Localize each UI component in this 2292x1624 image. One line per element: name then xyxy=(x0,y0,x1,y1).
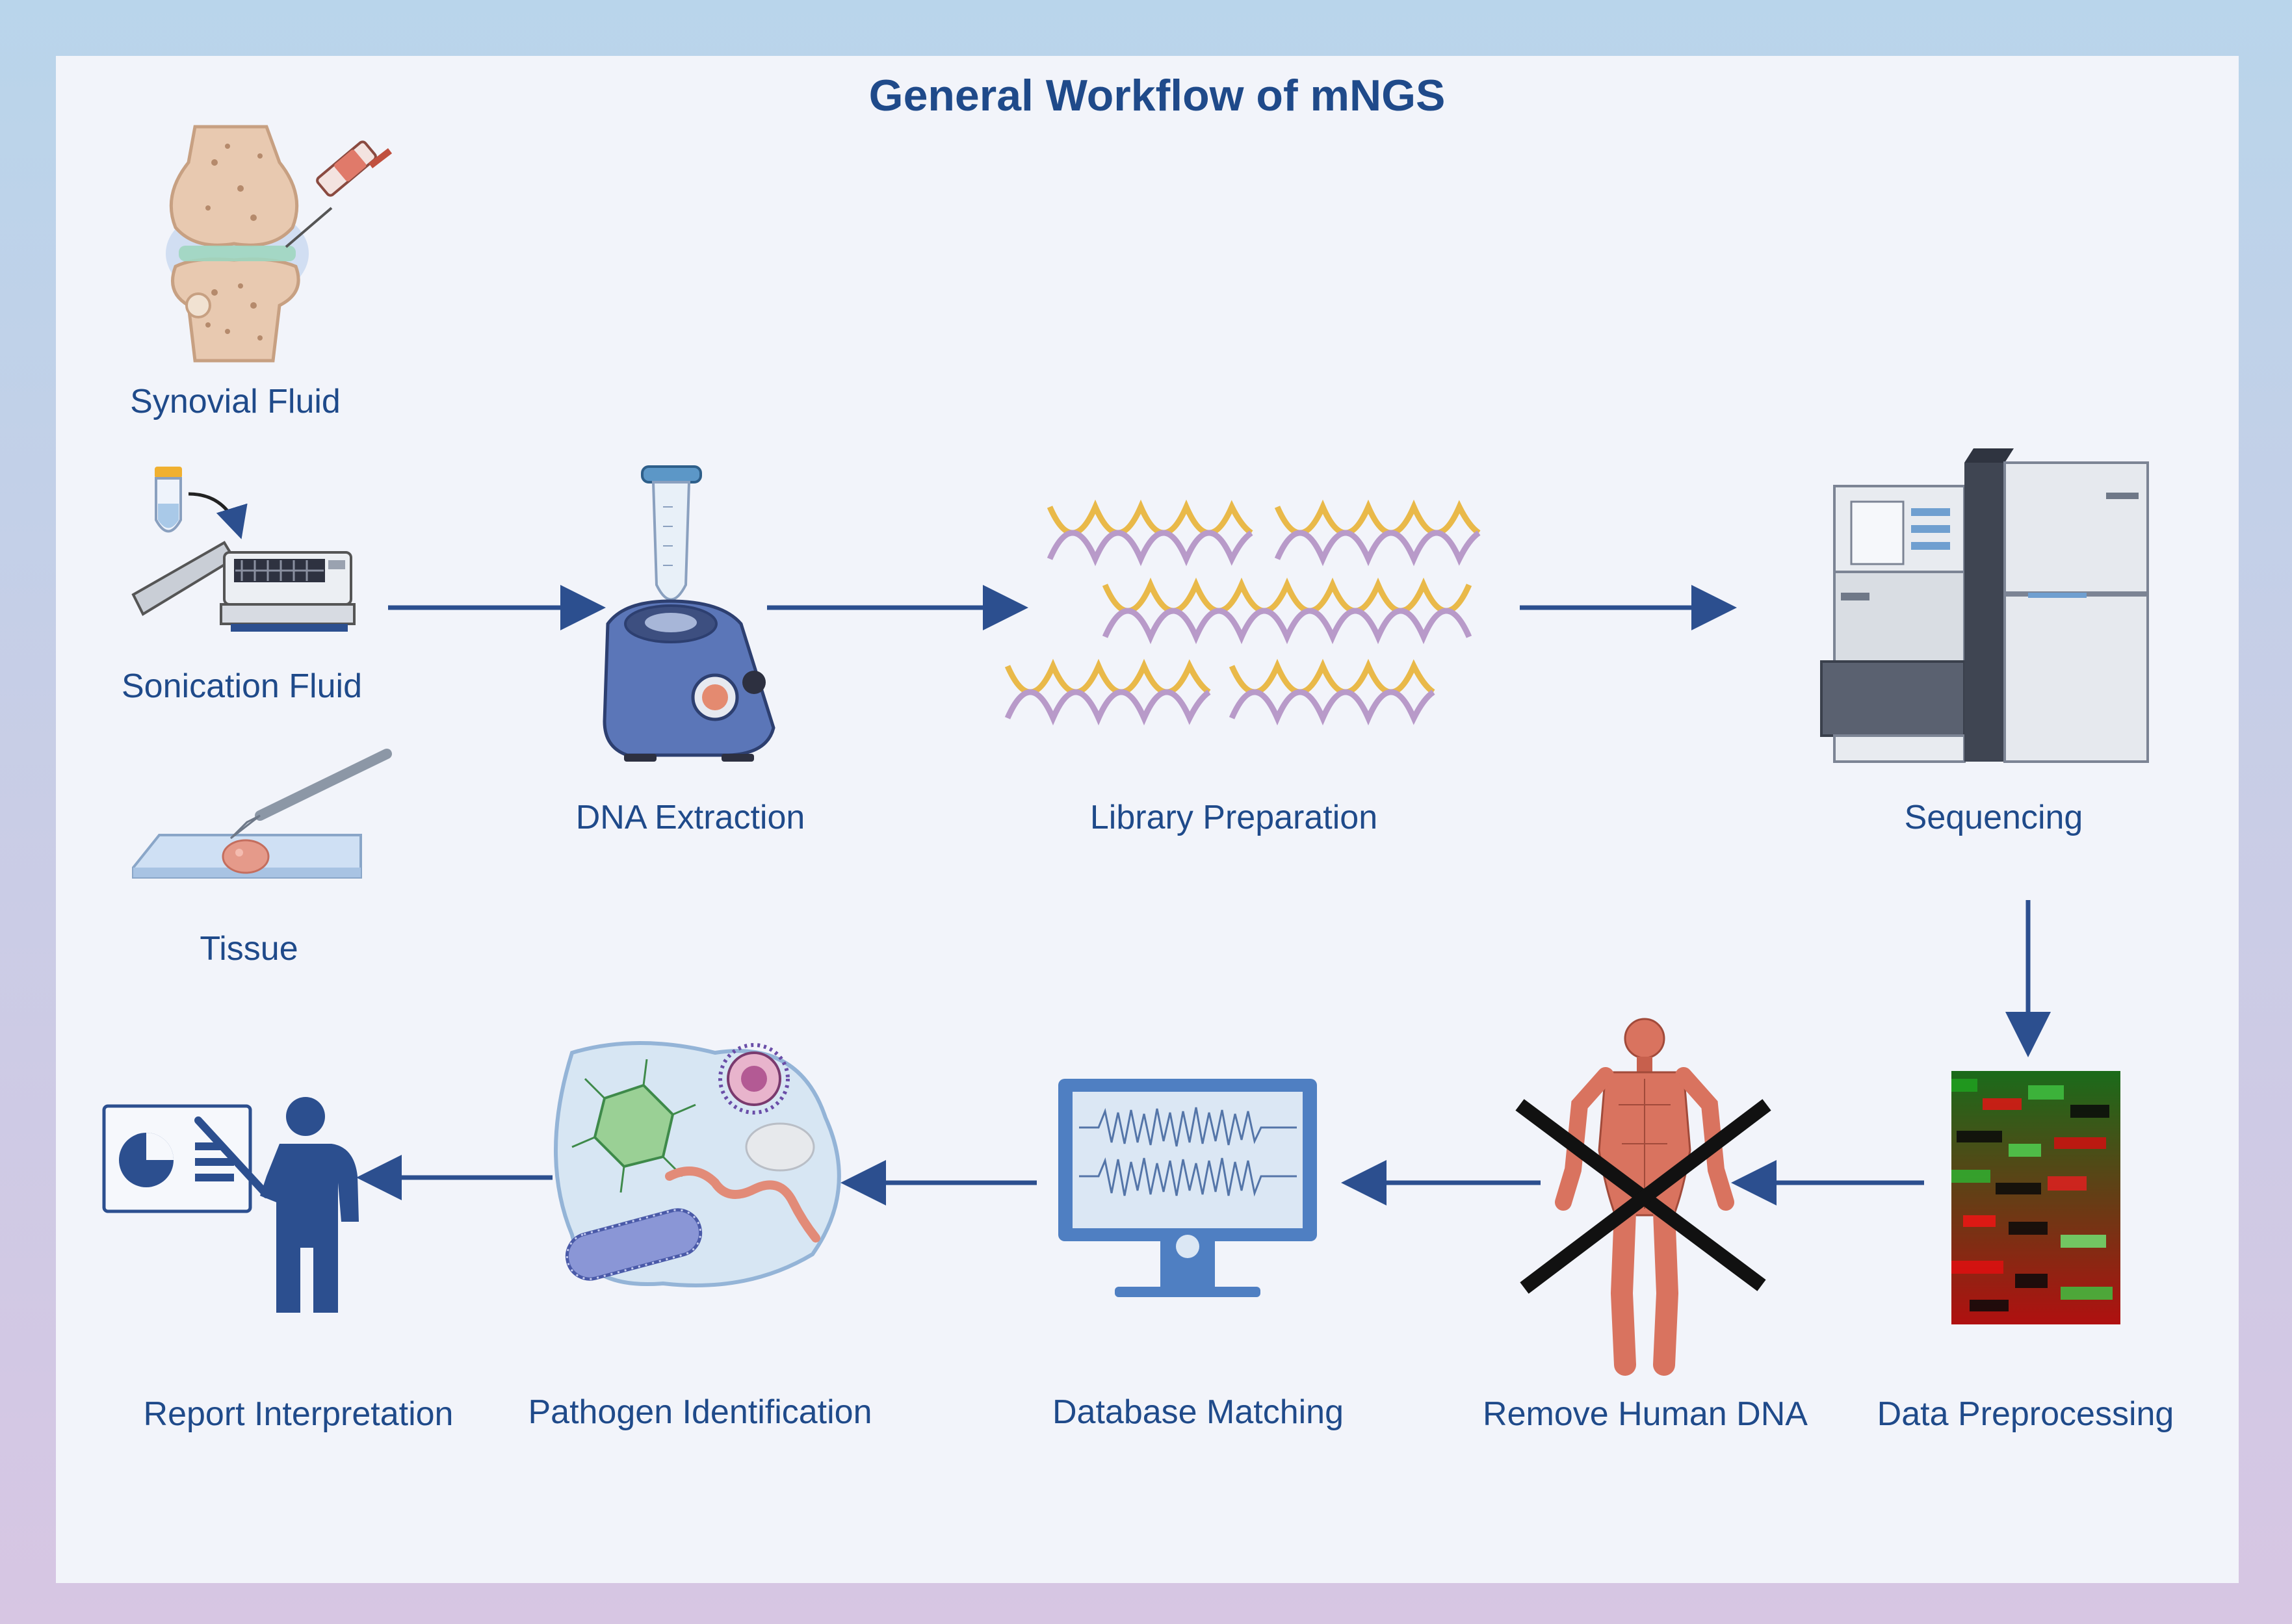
report-presenter-icon xyxy=(102,1097,359,1313)
label-pathogen-identification: Pathogen Identification xyxy=(528,1393,872,1431)
dna-helix-4 xyxy=(1004,658,1211,726)
scalpel-icon xyxy=(229,749,392,840)
diagram-panel xyxy=(56,56,2239,1583)
label-report-interpretation: Report Interpretation xyxy=(143,1395,454,1433)
dna-helix-3 xyxy=(1102,577,1472,645)
dna-helix-2 xyxy=(1274,499,1481,567)
label-remove-human-dna: Remove Human DNA xyxy=(1483,1395,1808,1433)
label-sequencing: Sequencing xyxy=(1904,799,2083,836)
dna-helices-icon xyxy=(1004,499,1481,726)
monitor-icon xyxy=(1058,1079,1317,1297)
label-synovial-fluid: Synovial Fluid xyxy=(130,383,341,420)
label-tissue: Tissue xyxy=(200,930,298,968)
label-sonication-fluid: Sonication Fluid xyxy=(122,667,362,705)
bacterium-icon xyxy=(565,1208,703,1281)
coronavirus-icon xyxy=(718,1043,790,1115)
tissue-slide-icon xyxy=(132,834,362,879)
dna-helix-1 xyxy=(1047,499,1253,567)
heatmap-icon xyxy=(1951,1071,2120,1324)
cross-out-icon xyxy=(1515,1099,1771,1294)
knee-joint-icon xyxy=(166,125,309,363)
workflow-arrows xyxy=(356,585,2051,1205)
label-library-preparation: Library Preparation xyxy=(1089,799,1378,836)
sonicator-icon xyxy=(131,467,356,632)
sequencer-icon xyxy=(1820,448,2149,763)
worm-icon xyxy=(665,1166,820,1243)
syringe-icon xyxy=(285,140,393,248)
label-dna-extraction: DNA Extraction xyxy=(575,799,805,836)
pathogens-icon xyxy=(554,1041,841,1287)
dna-extraction-icon xyxy=(603,465,775,762)
label-database-matching: Database Matching xyxy=(1052,1393,1344,1431)
diagram-title: General Workflow of mNGS xyxy=(868,71,1446,120)
label-data-preprocessing: Data Preprocessing xyxy=(1877,1395,2174,1433)
dna-helix-5 xyxy=(1229,658,1435,726)
virus-icon xyxy=(571,1059,696,1193)
